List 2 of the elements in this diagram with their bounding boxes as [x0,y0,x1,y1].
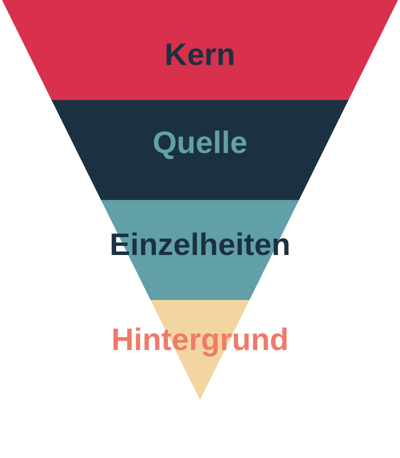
layer-label: Quelle [152,125,248,161]
layer-label: Kern [164,37,236,73]
